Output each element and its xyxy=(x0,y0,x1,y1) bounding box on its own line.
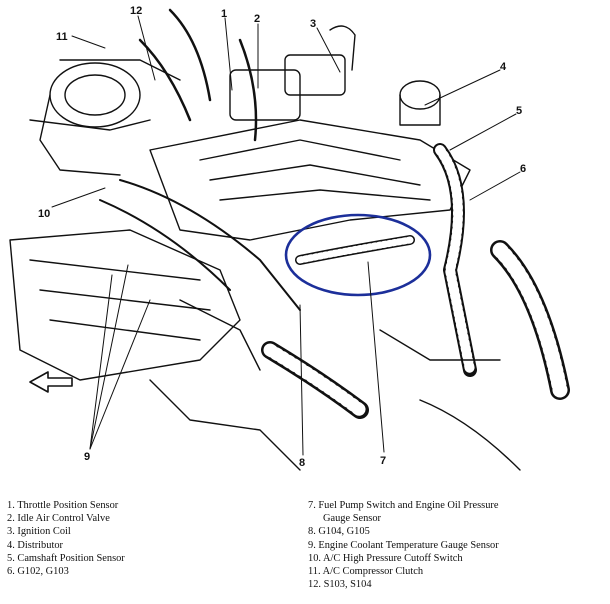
legend-item-7-line2: Gauge Sensor xyxy=(323,513,382,525)
legend-item-7-line1: 7. Fuel Pump Switch and Engine Oil Press… xyxy=(308,500,499,511)
legend-item-9: 9. Engine Coolant Temperature Gauge Sens… xyxy=(308,539,499,551)
legend-item-6: 6. G102, G103 xyxy=(7,566,69,578)
legend-item-4: 4. Distributor xyxy=(7,539,63,551)
legend-item-8: 8. G104, G105 xyxy=(308,526,370,538)
legend-left: 1. Throttle Position Sensor 2. Idle Air … xyxy=(7,499,297,578)
legend-item-1: 1. Throttle Position Sensor xyxy=(7,500,119,511)
callout-7: 7 xyxy=(380,455,386,467)
legend-item-12: 12. S103, S104 xyxy=(308,579,372,591)
callout-6: 6 xyxy=(520,163,526,175)
callout-11: 11 xyxy=(56,31,68,43)
legend-item-2: 2. Idle Air Control Valve xyxy=(7,513,110,525)
callout-numbers: 1 2 3 4 5 6 7 8 9 10 11 12 xyxy=(38,5,526,469)
engine-drawing xyxy=(9,8,570,471)
legend-item-10: 10. A/C High Pressure Cutoff Switch xyxy=(308,552,463,564)
engine-diagram: 1 2 3 4 5 6 7 8 9 10 11 12 xyxy=(9,5,570,471)
callout-5: 5 xyxy=(516,105,522,117)
callout-8: 8 xyxy=(299,457,305,469)
legend-item-3: 3. Ignition Coil xyxy=(7,526,71,538)
legend-item-5: 5. Camshaft Position Sensor xyxy=(7,552,125,564)
callout-9: 9 xyxy=(84,451,90,463)
callout-4: 4 xyxy=(500,61,507,73)
callout-12: 12 xyxy=(130,5,142,17)
callout-10: 10 xyxy=(38,208,50,220)
legend-right: 7. Fuel Pump Switch and Engine Oil Press… xyxy=(308,499,606,591)
leader-lines xyxy=(51,15,521,456)
callout-2: 2 xyxy=(254,13,260,25)
callout-3: 3 xyxy=(310,18,316,30)
highlight-circle xyxy=(284,213,432,297)
legend-item-7: 7. Fuel Pump Switch and Engine Oil Press… xyxy=(308,499,606,525)
callout-1: 1 xyxy=(221,8,227,20)
legend-item-11: 11. A/C Compressor Clutch xyxy=(308,566,424,578)
